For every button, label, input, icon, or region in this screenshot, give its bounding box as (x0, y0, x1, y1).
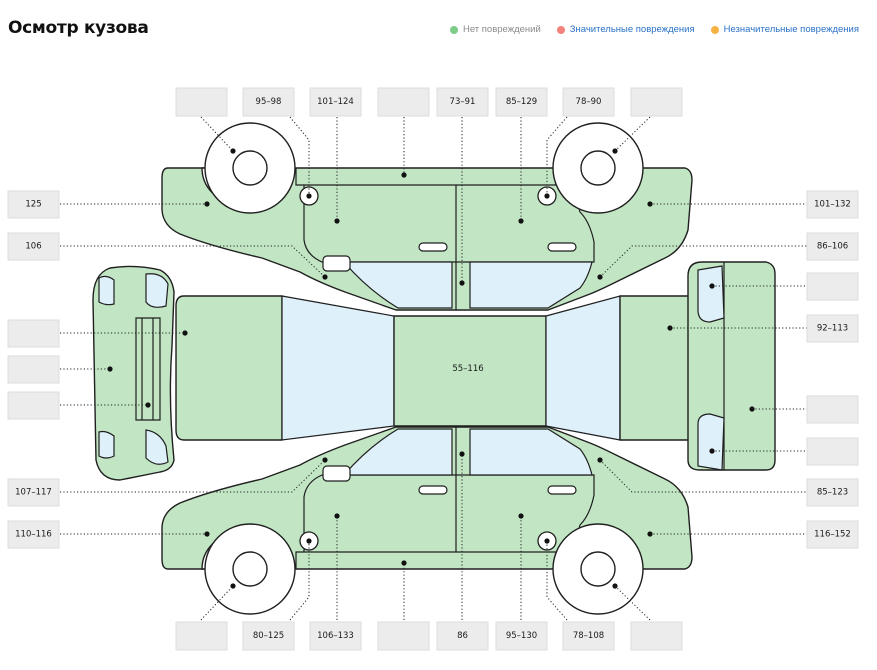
svg-text:73–91: 73–91 (450, 97, 476, 107)
thickness-box[interactable] (7, 319, 60, 348)
left-column-labels: 125 106 107–117 110–116 (7, 190, 60, 549)
thickness-box[interactable]: 73–91 (436, 87, 489, 117)
thickness-box[interactable] (630, 87, 683, 117)
legend-label[interactable]: Незначительные повреждения (723, 24, 859, 35)
roof[interactable] (393, 315, 547, 427)
svg-text:125: 125 (25, 200, 41, 210)
thickness-box[interactable]: 116–152 (806, 520, 859, 549)
thickness-box[interactable]: 85–123 (806, 478, 859, 507)
thickness-box[interactable] (7, 355, 60, 384)
roof-thickness-label: 55–116 (452, 364, 483, 374)
svg-text:106: 106 (25, 242, 41, 252)
thickness-box[interactable] (377, 621, 430, 651)
car-side-bottom (161, 426, 693, 570)
rear-window[interactable] (545, 295, 621, 441)
thickness-box[interactable]: 80–125 (242, 621, 295, 651)
svg-text:86: 86 (457, 631, 468, 641)
marker-points (107, 172, 755, 566)
svg-text:106–133: 106–133 (317, 631, 354, 641)
thickness-box[interactable]: 86 (436, 621, 489, 651)
legend: Нет повреждений Значительные повреждения… (449, 24, 859, 35)
thickness-box[interactable] (175, 87, 228, 117)
thickness-box[interactable]: 92–113 (806, 314, 859, 343)
svg-text:80–125: 80–125 (253, 631, 284, 641)
svg-text:110–116: 110–116 (15, 530, 52, 540)
thickness-box[interactable] (175, 621, 228, 651)
leader-lines (60, 116, 807, 621)
thickness-box[interactable]: 95–98 (242, 87, 295, 117)
svg-text:78–108: 78–108 (573, 631, 604, 641)
thickness-box[interactable]: 95–130 (495, 621, 548, 651)
svg-text:101–132: 101–132 (814, 200, 851, 210)
status-dot-red-icon (556, 25, 565, 34)
status-dot-green-icon (449, 25, 458, 34)
svg-text:85–129: 85–129 (506, 97, 537, 107)
car-front-view (92, 265, 175, 481)
thickness-box[interactable]: 86–106 (806, 232, 859, 261)
svg-text:86–106: 86–106 (817, 242, 848, 252)
thickness-box[interactable]: 78–108 (562, 621, 615, 651)
thickness-box[interactable]: 85–129 (495, 87, 548, 117)
legend-item-major[interactable]: Значительные повреждения (556, 24, 695, 35)
thickness-box[interactable] (806, 272, 859, 301)
side-bottom-window-front[interactable] (469, 428, 593, 476)
thickness-box[interactable]: 78–90 (562, 87, 615, 117)
bottom-row-labels: 80–125 106–133 86 95–130 78–108 (175, 621, 683, 651)
thickness-box[interactable] (7, 391, 60, 420)
svg-text:101–124: 101–124 (317, 97, 354, 107)
thickness-box[interactable]: 125 (7, 190, 60, 219)
thickness-box[interactable]: 101–124 (309, 87, 362, 117)
right-column-labels: 101–132 86–106 92–113 85–123 116–152 (806, 190, 859, 549)
svg-text:95–98: 95–98 (256, 97, 282, 107)
thickness-box[interactable]: 106–133 (309, 621, 362, 651)
thickness-box[interactable] (806, 437, 859, 466)
side-bottom-window-rear[interactable] (342, 428, 453, 476)
svg-text:78–90: 78–90 (576, 97, 602, 107)
svg-text:85–123: 85–123 (817, 488, 848, 498)
legend-label[interactable]: Значительные повреждения (569, 24, 695, 35)
thickness-box[interactable]: 106 (7, 232, 60, 261)
svg-text:92–113: 92–113 (817, 324, 848, 334)
legend-item-minor[interactable]: Незначительные повреждения (710, 24, 859, 35)
wheel-top-left[interactable] (204, 122, 296, 214)
svg-text:116–152: 116–152 (814, 530, 851, 540)
thickness-box[interactable] (630, 621, 683, 651)
front-bumper[interactable] (92, 265, 175, 481)
status-dot-orange-icon (710, 25, 719, 34)
side-top-window-front[interactable] (469, 261, 593, 309)
legend-label: Нет повреждений (462, 24, 541, 35)
thickness-box[interactable]: 107–117 (7, 478, 60, 507)
windshield[interactable] (281, 295, 395, 441)
svg-text:107–117: 107–117 (15, 488, 52, 498)
legend-item-none: Нет повреждений (449, 24, 541, 35)
car-rear-view (687, 261, 776, 471)
top-row-labels: 95–98 101–124 73–91 85–129 78–90 (175, 87, 683, 117)
page-title: Осмотр кузова (8, 18, 149, 38)
hood[interactable] (175, 295, 283, 441)
thickness-box[interactable] (377, 87, 430, 117)
wheel-bottom-left[interactable] (204, 523, 296, 615)
thickness-box[interactable] (806, 395, 859, 424)
thickness-box[interactable]: 101–132 (806, 190, 859, 219)
side-top-window-rear[interactable] (342, 261, 453, 309)
svg-text:95–130: 95–130 (506, 631, 537, 641)
thickness-box[interactable]: 110–116 (7, 520, 60, 549)
